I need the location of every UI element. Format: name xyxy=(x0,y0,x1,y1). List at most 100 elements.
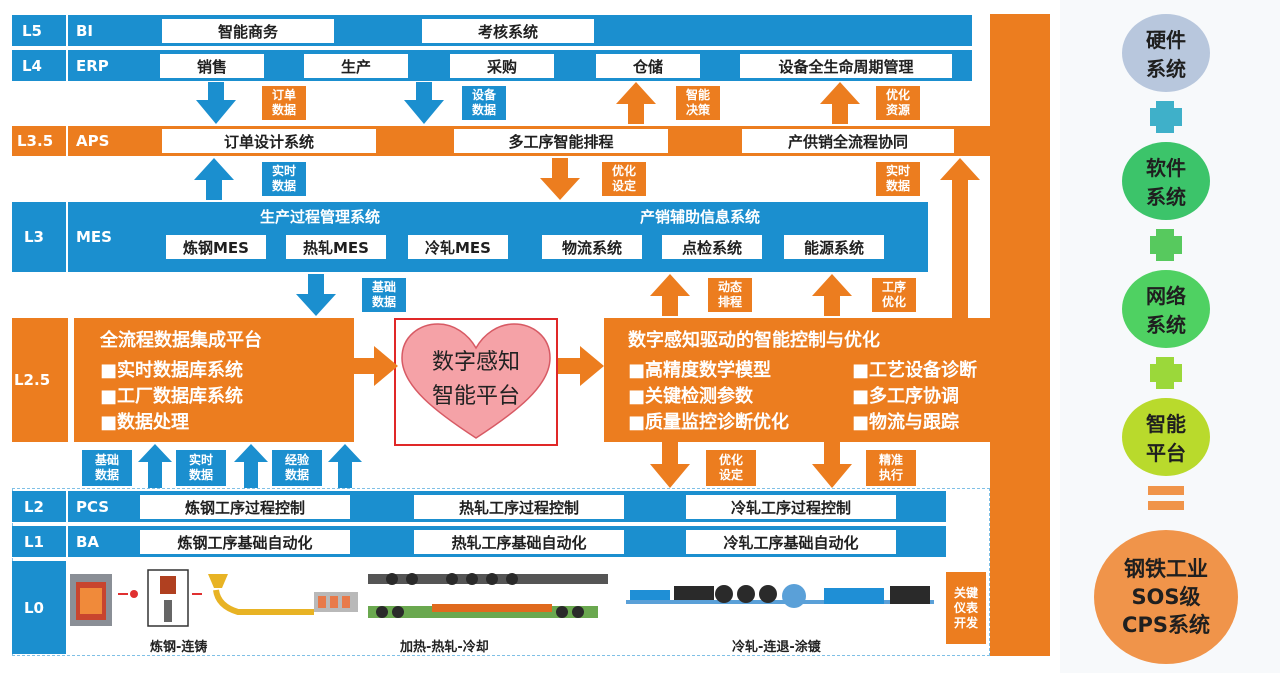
l5-code: L5 xyxy=(22,21,42,40)
l3-box-logistics: 物流系统 xyxy=(542,235,642,259)
right-panel-item: ■工艺设备诊断 xyxy=(852,360,978,381)
l35-box-collab: 产供销全流程协同 xyxy=(742,129,954,153)
l5-box-assess: 考核系统 xyxy=(422,19,594,43)
tag-smart-decision: 智能 决策 xyxy=(676,86,720,120)
l0-caption-steel: 炼钢-连铸 xyxy=(150,640,208,655)
arrow-down xyxy=(404,82,444,124)
arrow-up xyxy=(812,274,852,316)
tag-realtime-1: 实时 数据 xyxy=(262,162,306,196)
l4-box-equipment: 设备全生命周期管理 xyxy=(740,54,952,78)
right-panel-columns: ■高精度数学模型 ■关键检测参数 ■质量监控诊断优化 ■工艺设备诊断 ■多工序协… xyxy=(628,356,996,434)
l1-box-coldroll: 冷轧工序基础自动化 xyxy=(686,530,896,554)
l0-side-tag: 关键 仪表 开发 xyxy=(946,572,986,644)
l25-code: L2.5 xyxy=(14,371,51,389)
left-panel-item: ■工厂数据库系统 xyxy=(100,386,244,407)
l4-code: L4 xyxy=(22,56,42,75)
tag-order-data: 订单 数据 xyxy=(262,86,306,120)
left-panel-title: 全流程数据集成平台 xyxy=(100,330,262,351)
l4-box-sales: 销售 xyxy=(160,54,264,78)
sidebar-network: 网络 系统 xyxy=(1122,270,1210,348)
l3-group-production: 生产过程管理系统 xyxy=(260,208,381,226)
arrow-right xyxy=(354,346,398,386)
arrow-down xyxy=(296,274,336,316)
l0-code-box xyxy=(12,561,66,654)
right-panel-title: 数字感知驱动的智能控制与优化 xyxy=(628,330,880,351)
right-panel-col1: ■高精度数学模型 ■关键检测参数 ■质量监控诊断优化 xyxy=(628,356,852,434)
arrow-down xyxy=(540,158,580,200)
left-panel: 全流程数据集成平台 ■实时数据库系统 ■工厂数据库系统 ■数据处理 xyxy=(74,318,354,442)
l5-divider xyxy=(66,15,68,46)
l35-box-order-design: 订单设计系统 xyxy=(162,129,376,153)
arrow-shaft xyxy=(952,200,968,318)
l4-box-purchase: 采购 xyxy=(450,54,554,78)
tag-process-opt: 工序 优化 xyxy=(872,278,916,312)
l35-sys: APS xyxy=(76,132,110,150)
tag-optimize-set-2: 优化 设定 xyxy=(706,450,756,486)
tag-realtime-2: 实时 数据 xyxy=(876,162,920,196)
hotrolling-illustration xyxy=(314,573,608,618)
tag-realtime-3: 实时 数据 xyxy=(176,450,226,486)
l2-divider xyxy=(66,491,68,522)
right-panel: 数字感知驱动的智能控制与优化 ■高精度数学模型 ■关键检测参数 ■质量监控诊断优… xyxy=(604,318,996,442)
l3-group-aux: 产销辅助信息系统 xyxy=(640,208,761,226)
sidebar-hardware: 硬件 系统 xyxy=(1122,14,1210,92)
arrow-up xyxy=(940,158,980,200)
tag-base-data-1: 基础 数据 xyxy=(362,278,406,312)
l0-code: L0 xyxy=(24,598,44,617)
plus-icon-h xyxy=(1150,236,1182,254)
sidebar-software: 软件 系统 xyxy=(1122,142,1210,220)
l3-box-inspection: 点检系统 xyxy=(662,235,762,259)
l4-box-production: 生产 xyxy=(304,54,408,78)
plus-icon-h xyxy=(1150,364,1182,382)
l1-box-steel: 炼钢工序基础自动化 xyxy=(140,530,350,554)
l3-code: L3 xyxy=(24,228,44,246)
l3-box-hotroll-mes: 热轧MES xyxy=(286,235,386,259)
equals-icon-top xyxy=(1148,486,1184,495)
l2-code: L2 xyxy=(24,497,44,516)
arrow-up xyxy=(820,82,860,124)
tag-equip-data: 设备 数据 xyxy=(462,86,506,120)
l25-code-box xyxy=(12,318,68,442)
tag-precise-exec: 精准 执行 xyxy=(866,450,916,486)
heart-line1: 数字感知 xyxy=(431,350,520,375)
right-vertical-bar xyxy=(990,14,1050,656)
sidebar-platform: 智能 平台 xyxy=(1122,398,1210,476)
arrow-up xyxy=(138,444,172,488)
l1-divider xyxy=(66,526,68,557)
l2-box-hotroll: 热轧工序过程控制 xyxy=(414,495,624,519)
tag-experience: 经验 数据 xyxy=(272,450,322,486)
l4-box-warehouse: 仓储 xyxy=(596,54,700,78)
l1-code: L1 xyxy=(24,532,44,551)
steelmaking-illustration xyxy=(70,569,314,627)
l35-box-scheduling: 多工序智能排程 xyxy=(454,129,668,153)
left-panel-item: ■实时数据库系统 xyxy=(100,360,244,381)
right-panel-item: ■质量监控诊断优化 xyxy=(628,412,790,433)
l2-box-steel: 炼钢工序过程控制 xyxy=(140,495,350,519)
heart-icon xyxy=(401,323,551,439)
sidebar-result: 钢铁工业 SOS级 CPS系统 xyxy=(1094,530,1238,664)
l5-box-bi: 智能商务 xyxy=(162,19,334,43)
right-panel-item: ■物流与跟踪 xyxy=(852,412,960,433)
arrow-up xyxy=(650,274,690,316)
l3-box-coldroll-mes: 冷轧MES xyxy=(408,235,508,259)
arrow-up xyxy=(328,444,362,488)
l35-divider xyxy=(66,126,68,156)
left-panel-item: ■数据处理 xyxy=(100,412,190,433)
l5-sys: BI xyxy=(76,21,94,40)
l0-caption-hotroll: 加热-热轧-冷却 xyxy=(400,640,489,655)
right-panel-col2: ■工艺设备诊断 ■多工序协调 ■物流与跟踪 xyxy=(852,356,977,434)
right-panel-item: ■多工序协调 xyxy=(852,386,960,407)
right-panel-item: ■关键检测参数 xyxy=(628,386,754,407)
l3-box-energy: 能源系统 xyxy=(784,235,884,259)
l0-caption-coldroll: 冷轧-连退-涂镀 xyxy=(732,640,821,655)
arrow-down xyxy=(650,442,690,488)
equals-icon-bottom xyxy=(1148,501,1184,510)
coldrolling-illustration xyxy=(626,584,934,608)
arrow-down xyxy=(812,442,852,488)
arrow-down xyxy=(196,82,236,124)
tag-base-data-2: 基础 数据 xyxy=(82,450,132,486)
tag-dynamic-sched: 动态 排程 xyxy=(708,278,752,312)
arrow-up xyxy=(234,444,268,488)
arrow-up xyxy=(194,158,234,200)
